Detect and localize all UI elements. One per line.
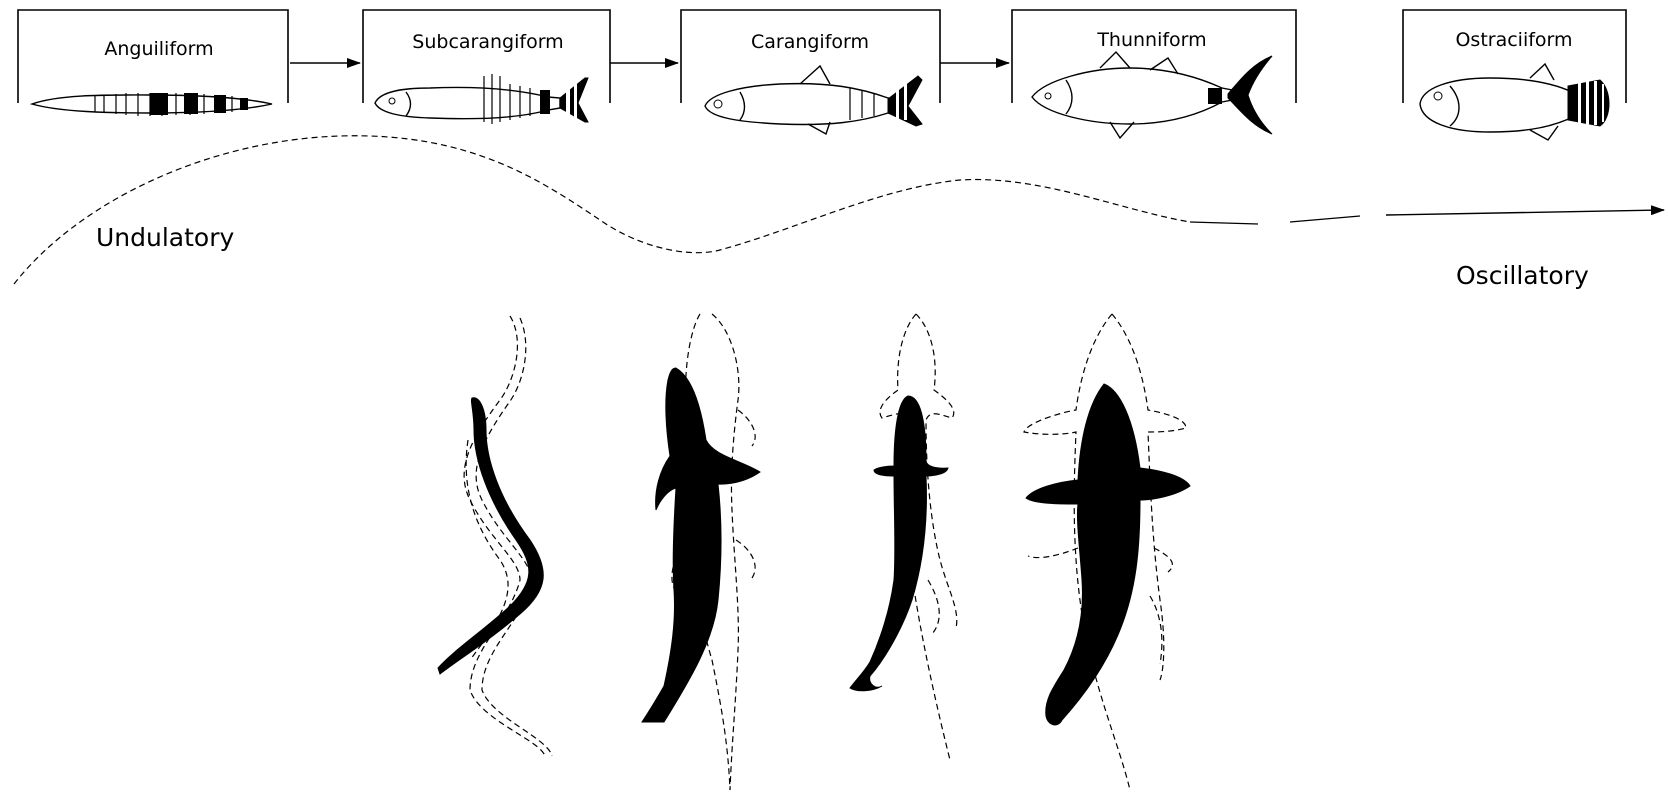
oscillatory-label: Oscillatory: [1456, 261, 1589, 290]
trout-body-drawing: [375, 74, 588, 124]
tuna-body-drawing: [1032, 52, 1272, 138]
jack-body-drawing: [705, 66, 922, 134]
mode-label-anguiliform: Anguiliform: [104, 38, 213, 60]
mode-label-subcarangiform: Subcarangiform: [412, 31, 563, 53]
mode-box-ostraciiform: Ostraciiform: [1403, 10, 1626, 140]
boxfish-body-drawing: [1420, 64, 1609, 140]
spectrum-wave: [14, 136, 1190, 284]
jack-swimming-silhouette: [850, 314, 957, 760]
mode-box-subcarangiform: Subcarangiform: [363, 10, 610, 124]
spectrum-dash: [1290, 216, 1360, 222]
eel-swimming-silhouette: [438, 316, 552, 756]
mode-label-ostraciiform: Ostraciiform: [1455, 29, 1572, 51]
mode-box-carangiform: Carangiform: [681, 10, 940, 134]
tuna-swimming-silhouette: [1024, 314, 1190, 790]
mode-label-thunniform: Thunniform: [1096, 29, 1206, 51]
trout-swimming-silhouette: [642, 314, 760, 790]
undulatory-label: Undulatory: [96, 223, 234, 252]
undulatory-oscillatory-spectrum: Undulatory Oscillatory: [14, 136, 1664, 290]
spectrum-arrow: [1386, 210, 1664, 215]
mode-box-thunniform: Thunniform: [1012, 10, 1296, 138]
spectrum-dash: [1190, 222, 1258, 224]
eel-body-drawing: [32, 93, 272, 116]
mode-box-anguiliform: Anguiliform: [18, 10, 288, 116]
mode-label-carangiform: Carangiform: [751, 31, 869, 53]
